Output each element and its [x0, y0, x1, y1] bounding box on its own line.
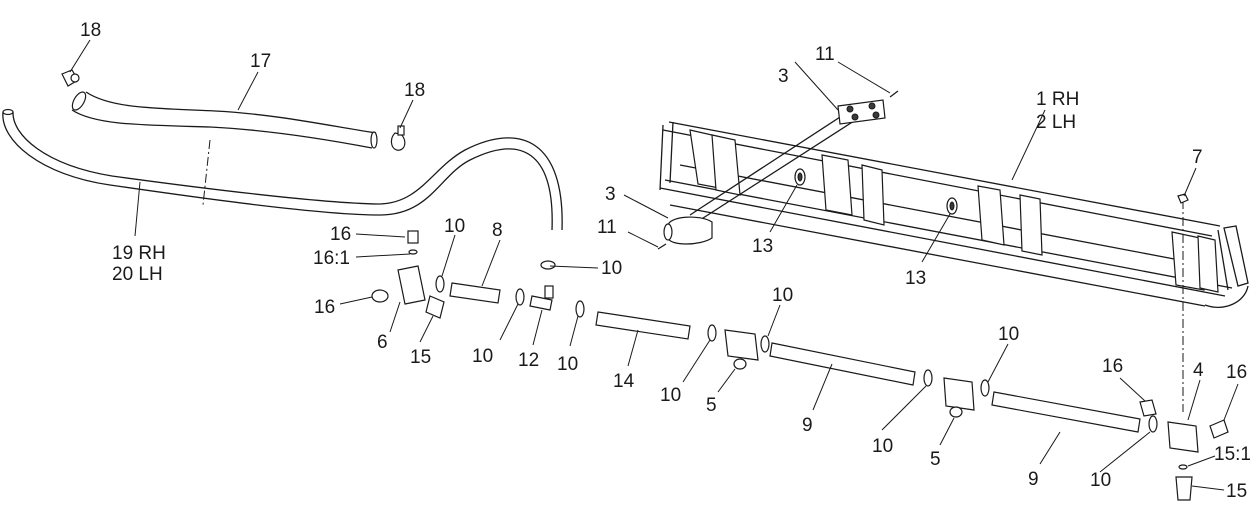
boom-frame-1-2 [659, 103, 1249, 412]
bushing-13-right [946, 197, 958, 215]
callout-4: 4 [1193, 360, 1204, 381]
hose-clamp-10-set [435, 275, 1158, 433]
callout-10d: 10 [601, 258, 622, 279]
bolt-11-lower [657, 243, 667, 250]
hose-clamp-18-left [61, 69, 80, 87]
callout-15a: 15 [410, 347, 431, 368]
callout-18b: 18 [404, 80, 425, 101]
clamp-plate-3-top [837, 99, 886, 125]
callout-16b: 16 [314, 297, 335, 318]
bushing-13-left [794, 168, 806, 186]
tee-12 [529, 285, 554, 311]
callout-10e: 10 [660, 385, 681, 406]
hose-17 [71, 91, 378, 149]
clamp-block-3-lower [663, 216, 713, 245]
hose-9-right [991, 391, 1141, 433]
nozzle-body-5-right [943, 377, 975, 418]
hose-19-20 [2, 108, 563, 231]
callout-10f: 10 [772, 285, 793, 306]
callout-10c: 10 [557, 354, 578, 375]
hose-9-left [769, 342, 916, 386]
callout-16c: 16 [1102, 356, 1123, 377]
callout-15-1: 15:1 [1214, 444, 1251, 465]
hose-8 [449, 282, 501, 304]
callout-10g: 10 [998, 324, 1019, 345]
callout-11a: 11 [815, 44, 835, 65]
callout-16-1a: 16:1 [313, 248, 350, 269]
elbow-connector [540, 260, 556, 270]
callout-5a: 5 [706, 395, 717, 416]
callout-10b: 10 [472, 346, 493, 367]
callout-14: 14 [613, 371, 635, 392]
callout-17: 17 [250, 51, 271, 72]
callout-16d: 16 [1226, 362, 1247, 383]
nozzle-body-4 [1139, 399, 1229, 501]
callout-6: 6 [377, 332, 388, 353]
nozzle-body-5-left [724, 329, 759, 370]
callout-11b: 11 [597, 217, 617, 238]
callout-20lh: 20 LH [112, 264, 163, 285]
callout-13a: 13 [752, 236, 773, 257]
leader-lines [69, 39, 1239, 491]
callout-10h: 10 [872, 436, 893, 457]
hose-14 [595, 311, 691, 340]
callout-10a: 10 [444, 216, 465, 237]
hose-clamp-18-right [390, 125, 406, 151]
callout-9a: 9 [802, 415, 813, 436]
callout-1rh: 1 RH [1036, 89, 1079, 110]
callout-5b: 5 [930, 449, 941, 470]
callout-2lh: 2 LH [1036, 112, 1076, 133]
callout-7: 7 [1192, 147, 1203, 168]
callout-16a: 16 [330, 224, 351, 245]
callout-18a: 18 [80, 20, 101, 41]
nozzle-body-6 [371, 230, 445, 319]
callout-12: 12 [518, 350, 539, 371]
callout-9b: 9 [1028, 469, 1039, 490]
callout-13b: 13 [905, 268, 926, 289]
callout-3b: 3 [605, 184, 616, 205]
callout-15b: 15 [1226, 481, 1247, 502]
callout-3a: 3 [778, 66, 789, 87]
nut-7 [1177, 193, 1189, 204]
callout-8: 8 [492, 220, 503, 241]
callout-labels: 18 17 18 19 RH 20 LH 16 16:1 16 6 15 10 … [80, 20, 1251, 502]
bolt-11-top [889, 90, 899, 98]
callout-19rh: 19 RH [112, 243, 166, 264]
callout-10i: 10 [1090, 470, 1111, 491]
